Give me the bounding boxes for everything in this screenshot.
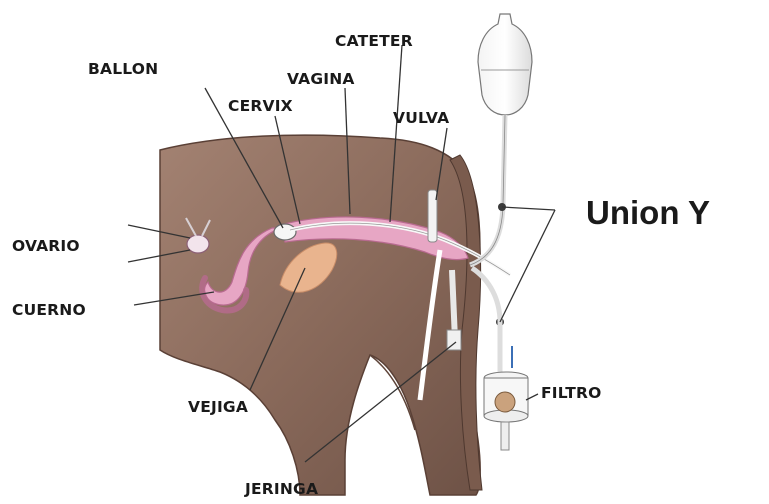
iv-bag: [478, 14, 532, 115]
leader-union-y-1: [502, 207, 555, 210]
balloon: [274, 224, 296, 240]
label-ballon: BALLON: [88, 60, 158, 78]
label-cuerno: CUERNO: [12, 301, 86, 319]
label-jeringa: JERINGA: [244, 480, 318, 498]
label-filtro: FILTRO: [541, 384, 602, 402]
filter-element: [495, 392, 515, 412]
leader-union-y-2: [500, 210, 555, 322]
syringe-body: [428, 190, 437, 242]
label-ovario: OVARIO: [12, 237, 80, 255]
label-vagina: VAGINA: [287, 70, 355, 88]
label-cateter: CATETER: [335, 32, 413, 50]
ovary: [187, 235, 209, 253]
label-vulva: VULVA: [393, 109, 449, 127]
label-vejiga: VEJIGA: [188, 398, 248, 416]
label-union-y: Union Y: [586, 194, 710, 231]
filter-outlet: [501, 422, 509, 450]
label-cervix: CERVIX: [228, 97, 293, 115]
